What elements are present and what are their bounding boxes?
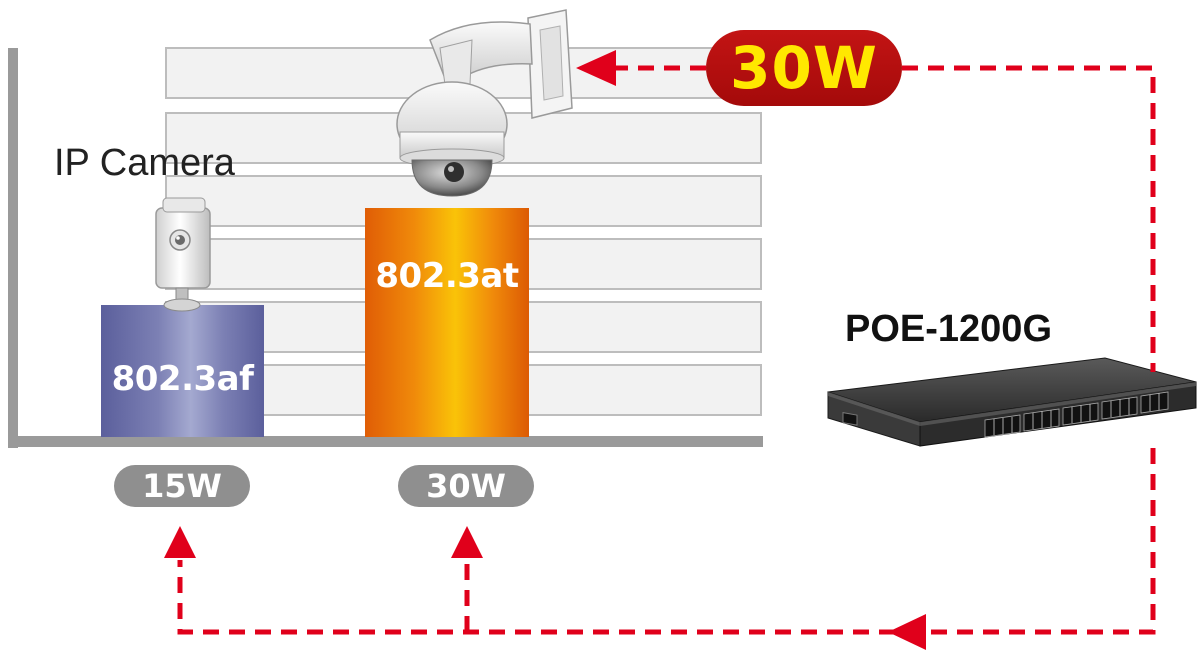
arrow-to-dome-icon: [576, 50, 616, 86]
power-af-badge: 15W: [114, 465, 250, 507]
arrow-up-at-icon: [451, 526, 483, 558]
dashed-line-switch-to-bottom: [177, 448, 1156, 635]
floor: [8, 436, 763, 447]
arrow-left-bottom-icon: [888, 614, 926, 650]
standard-at-label: 802.3at: [375, 256, 519, 296]
power-at-badge: 30W: [398, 465, 534, 507]
ptz-dome-camera-icon: [396, 9, 573, 197]
bar-802-3af: 802.3af: [101, 305, 264, 437]
ip-camera-icon: [155, 197, 211, 312]
arrow-up-af-icon: [164, 526, 196, 558]
dashed-line-switch-to-top: [902, 65, 1156, 372]
power-flow-lines: [177, 65, 1156, 635]
power-highlight-badge: 30W: [706, 30, 902, 106]
poe-switch-icon: [827, 357, 1197, 447]
ip-camera-label: IP Camera: [54, 142, 235, 184]
bar-802-3at: 802.3at: [365, 208, 529, 437]
standard-af-label: 802.3af: [111, 359, 254, 399]
switch-label: POE-1200G: [845, 308, 1052, 350]
wall-left: [8, 48, 18, 448]
